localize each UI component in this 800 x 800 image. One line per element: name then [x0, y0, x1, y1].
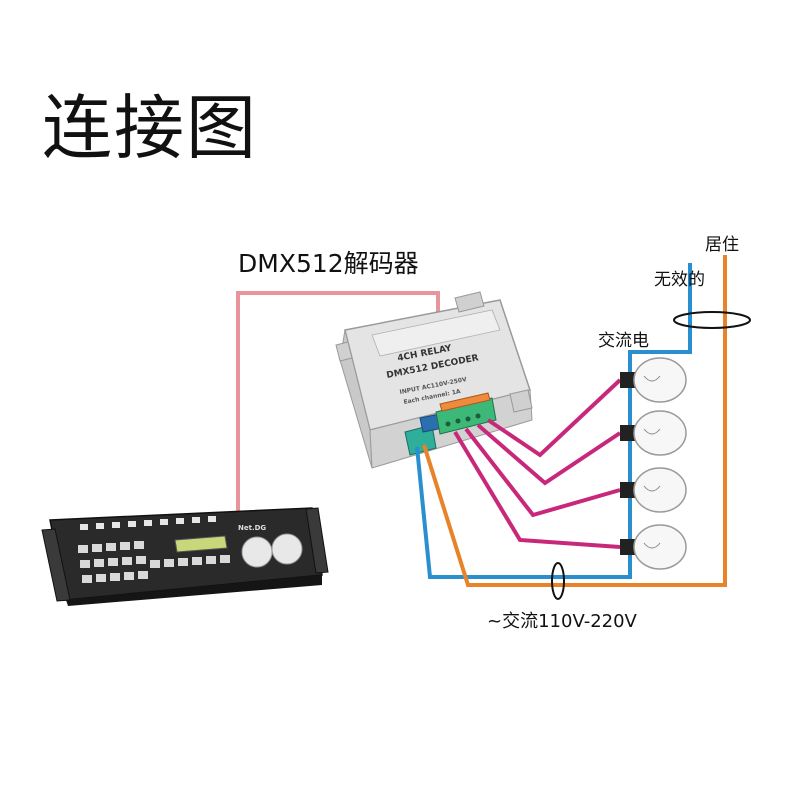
lamp-wire-4 — [453, 430, 621, 549]
dmx512-decoder-module: 4CH RELAY DMX512 DECODER INPUT AC110V-25… — [335, 291, 533, 469]
bottom-cable-ring — [551, 562, 565, 600]
console-jog-wheel-right — [271, 533, 303, 565]
console-brand: Net.DG — [238, 524, 266, 532]
live-wire — [422, 255, 727, 587]
ac-power-label: 交流电 — [598, 331, 649, 351]
light-bulb-1-icon — [620, 357, 687, 403]
light-bulb-4-icon — [620, 524, 687, 570]
lamp-wires — [453, 378, 622, 549]
lamp-wire-1 — [486, 378, 622, 458]
console-lcd-display — [174, 535, 228, 553]
top-cable-ring — [673, 311, 751, 329]
neutral-wire — [415, 263, 692, 579]
lamp-wire-3 — [464, 427, 621, 518]
dmx-console: Net.DG — [41, 507, 329, 606]
supply-voltage-label: ~交流110V-220V — [487, 611, 637, 632]
light-bulb-3-icon — [620, 467, 687, 513]
dmx-cable — [236, 291, 440, 520]
console-top-buttons — [80, 516, 216, 530]
light-bulb-2-icon — [620, 410, 687, 456]
diagram-title: 连接图 — [42, 87, 258, 169]
lamp-wire-2 — [476, 423, 622, 486]
console-jog-wheel-left — [241, 536, 273, 568]
decoder-label: DMX512解码器 — [238, 249, 419, 278]
live-wire-label: 居住 — [705, 235, 739, 255]
console-button-grid — [78, 541, 230, 583]
neutral-wire-label: 无效的 — [654, 270, 705, 290]
